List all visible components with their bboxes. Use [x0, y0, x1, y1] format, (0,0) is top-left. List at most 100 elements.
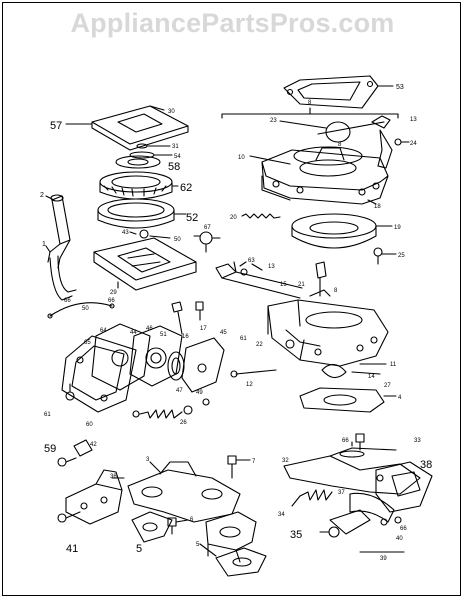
callout-44: 44 — [130, 330, 137, 336]
callout-16: 16 — [182, 334, 189, 340]
part-clip-42[interactable] — [57, 439, 93, 467]
part-pre-cleaner-52[interactable] — [97, 198, 187, 229]
part-bracket-38[interactable] — [375, 461, 433, 513]
part-gasket-53[interactable] — [283, 75, 394, 109]
callout-51: 51 — [160, 332, 167, 338]
callout-38: 38 — [420, 459, 432, 471]
callout-49: 49 — [196, 390, 203, 396]
part-screw-25[interactable] — [373, 247, 397, 265]
callout-41: 41 — [66, 543, 78, 555]
callout-58: 58 — [168, 161, 180, 173]
part-cover-49[interactable] — [181, 337, 225, 393]
callout-40: 40 — [396, 536, 403, 542]
part-lever-bracket-bottom[interactable] — [283, 433, 421, 495]
callout-61-mid: 61 — [240, 336, 247, 342]
callout-57: 57 — [50, 120, 62, 132]
callout-8-lower: 8 — [334, 288, 338, 294]
callout-31: 31 — [172, 144, 179, 150]
callout-66-left: 66 — [64, 298, 71, 304]
callout-42: 42 — [90, 442, 97, 448]
callout-4: 4 — [398, 395, 402, 401]
callout-7: 7 — [252, 459, 256, 465]
part-screw-6[interactable] — [167, 517, 189, 535]
callout-22: 22 — [256, 342, 263, 348]
part-base-29[interactable] — [93, 229, 197, 291]
callout-20: 20 — [230, 215, 237, 221]
part-screw-61-left[interactable] — [65, 383, 75, 401]
callout-30: 30 — [168, 109, 175, 115]
callout-1: 1 — [42, 241, 46, 248]
callout-3: 3 — [146, 457, 150, 463]
callout-67: 67 — [204, 225, 211, 231]
callout-6: 6 — [190, 517, 194, 523]
part-needle-12[interactable] — [230, 369, 277, 378]
callout-50-cable: 50 — [82, 306, 89, 312]
part-gasket-5-bottom[interactable] — [199, 543, 267, 577]
callout-45: 45 — [220, 330, 227, 336]
part-fuel-pump-67[interactable] — [193, 231, 221, 253]
part-plate-64[interactable] — [91, 323, 151, 391]
part-stud-7[interactable] — [227, 455, 251, 479]
callout-5-left: 5 — [136, 543, 142, 555]
callout-52: 52 — [186, 212, 198, 224]
part-breather-tube-1[interactable] — [45, 245, 77, 301]
part-seal-58[interactable] — [115, 155, 161, 169]
callout-32: 32 — [282, 458, 289, 464]
callout-13-mid: 13 — [268, 264, 275, 270]
callout-43: 43 — [122, 230, 129, 236]
callout-63: 63 — [248, 258, 255, 264]
part-intake-elbow[interactable] — [205, 511, 257, 563]
callout-33: 33 — [414, 438, 421, 444]
callout-2: 2 — [40, 192, 44, 199]
callout-50-top: 50 — [174, 237, 181, 243]
callout-21: 21 — [298, 282, 305, 288]
callout-37: 37 — [338, 490, 345, 496]
part-air-cleaner-cover-30[interactable] — [65, 105, 189, 151]
part-throttle-body-lower[interactable] — [267, 299, 389, 379]
callout-39: 39 — [380, 556, 387, 562]
part-choke-shaft-15[interactable] — [215, 261, 303, 299]
callout-61-left: 61 — [44, 412, 51, 418]
part-spring-34[interactable] — [291, 489, 333, 507]
callout-34-bottom: 34 — [278, 512, 285, 518]
part-gasket-4[interactable] — [299, 387, 397, 413]
callout-35: 35 — [290, 529, 302, 541]
part-spring-26[interactable] — [132, 398, 210, 419]
callout-5-bottom: 5 — [196, 542, 200, 548]
part-filter-element-62[interactable] — [99, 171, 179, 200]
callout-64: 64 — [100, 328, 107, 334]
part-bracket-36[interactable] — [65, 469, 125, 525]
part-screw-41[interactable] — [57, 511, 81, 523]
part-carburetor-body-18[interactable] — [249, 146, 389, 205]
callout-18: 18 — [374, 204, 381, 210]
callout-47: 47 — [176, 388, 183, 394]
part-spring-20[interactable] — [241, 213, 281, 219]
callout-13-top: 13 — [410, 117, 417, 123]
callout-29: 29 — [110, 290, 117, 296]
callout-46: 46 — [146, 326, 153, 332]
callout-23: 23 — [270, 118, 277, 124]
callout-66-right: 66 — [108, 298, 115, 304]
callout-24: 24 — [410, 141, 417, 147]
part-nut-31-54[interactable] — [129, 143, 173, 159]
callout-62: 62 — [180, 182, 192, 194]
part-idle-valve-21[interactable] — [309, 261, 331, 297]
callout-53: 53 — [396, 84, 404, 91]
callout-54: 54 — [174, 154, 181, 160]
part-lever-35[interactable] — [319, 509, 371, 538]
callout-36: 36 — [110, 474, 117, 480]
part-float-bowl-19[interactable] — [291, 213, 393, 249]
part-cable-48[interactable] — [47, 302, 115, 319]
callout-15: 15 — [280, 282, 287, 288]
part-gasket-5-left[interactable] — [131, 511, 173, 543]
part-throttle-plate-23[interactable] — [279, 115, 410, 169]
callout-60: 60 — [86, 422, 93, 428]
callout-66-bottom: 66 — [342, 438, 349, 444]
part-lever-39[interactable] — [349, 492, 405, 553]
callout-65: 65 — [84, 340, 91, 346]
part-screw-16-17[interactable] — [171, 301, 204, 335]
callout-14: 14 — [368, 374, 375, 380]
part-gasket-65[interactable] — [61, 335, 137, 413]
